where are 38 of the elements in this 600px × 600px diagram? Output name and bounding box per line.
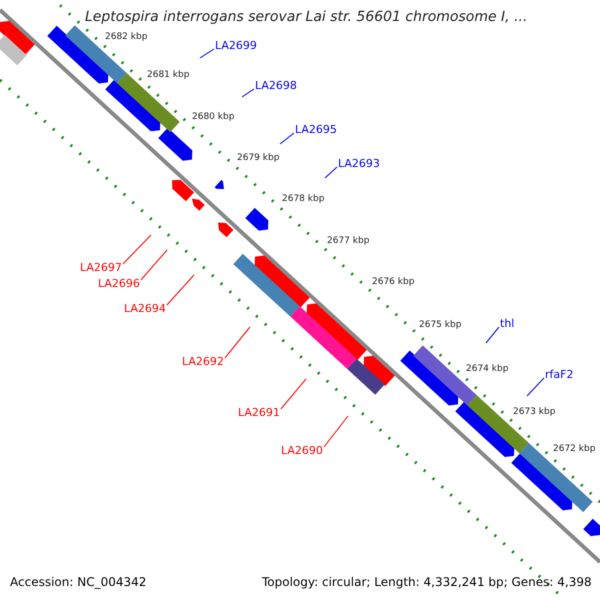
scale-label: 2676 kbp <box>372 278 414 287</box>
gene-label: LA2695 <box>295 124 337 135</box>
scale-label: 2681 kbp <box>147 71 190 80</box>
leader-line <box>526 378 544 396</box>
gene-label: LA2690 <box>281 445 323 456</box>
footer-text: Accession: NC_004342 <box>10 576 146 588</box>
leader-line <box>280 378 306 410</box>
gene-label: LA2693 <box>338 158 380 169</box>
leader-line <box>486 326 500 344</box>
footer-text: Topology: circular; Length: 4,332,241 bp; Genes: 4,398 <box>262 576 592 588</box>
leader-line <box>200 48 214 58</box>
gene-label: LA2696 <box>98 278 140 289</box>
leader-line <box>323 416 348 448</box>
leader-line <box>166 274 194 306</box>
scale-label: 2679 kbp <box>237 154 280 163</box>
scale-label: 2673 kbp <box>513 408 556 417</box>
scale-label: 2680 kbp <box>192 113 234 122</box>
leader-line <box>224 326 250 358</box>
gene-label: LA2698 <box>255 80 297 91</box>
gene-label: LA2697 <box>80 262 122 273</box>
leader-line <box>140 250 168 280</box>
leader-line <box>324 166 338 178</box>
title: Leptospira interrogans serovar Lai str. 56601 chromosome I, ... <box>85 10 528 24</box>
leader-line <box>280 132 294 144</box>
gene-label: LA2694 <box>124 303 166 314</box>
leader-line <box>122 234 152 264</box>
gene-label: thl <box>500 318 514 329</box>
scale-label: 2677 kbp <box>327 237 370 246</box>
scale-label: 2674 kbp <box>466 365 508 374</box>
scale-label: 2672 kbp <box>553 445 596 454</box>
gene-label: LA2699 <box>215 40 257 51</box>
scale-label: 2678 kbp <box>282 195 324 204</box>
leader-line <box>242 88 254 98</box>
gene-label: rfaF2 <box>545 369 574 380</box>
gene-label: LA2691 <box>238 407 280 418</box>
scale-label: 2675 kbp <box>419 321 462 330</box>
scale-label: 2682 kbp <box>105 33 148 42</box>
gene-label: LA2692 <box>182 356 224 367</box>
